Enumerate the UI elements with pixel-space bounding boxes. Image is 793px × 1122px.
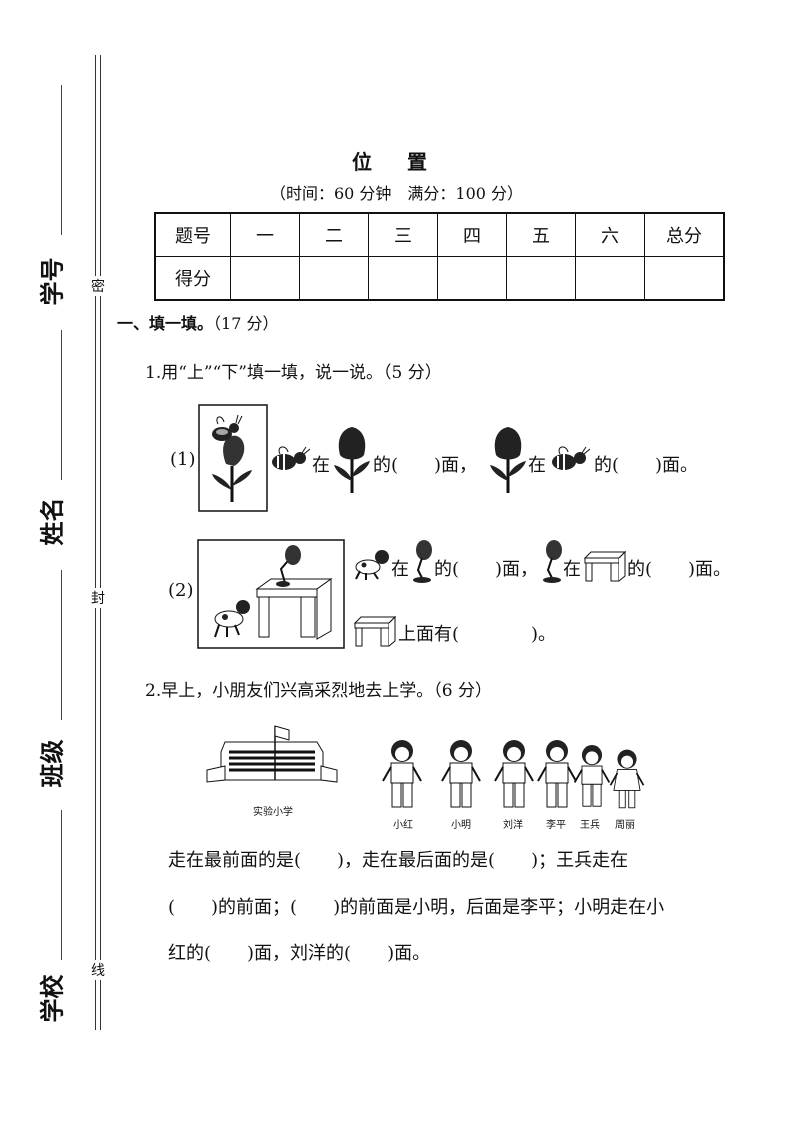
score-cell[interactable] xyxy=(644,256,725,301)
kid-figure xyxy=(382,740,422,808)
q1-part1-number: (1) xyxy=(170,449,196,470)
question-1-prompt: 1.用“上”“下”填一填，说一说。（5 分） xyxy=(145,363,442,383)
score-table-header-row: 题号 一 二 三 四 五 六 总分 xyxy=(154,212,725,257)
kid-figure xyxy=(609,749,645,809)
section-title: 一、填一填。 xyxy=(117,314,214,333)
score-cell[interactable] xyxy=(230,256,300,301)
kid-figure xyxy=(537,740,577,808)
score-table: 题号 一 二 三 四 五 六 总分 得分 xyxy=(154,212,725,301)
q2-answer-line-1: 走在最前面的是( )，走在最后面的是( )；王兵走在 xyxy=(168,850,629,871)
desk-lamp-dog-picture xyxy=(197,539,345,649)
page-title: 位 置 xyxy=(352,150,441,174)
score-row-label: 得分 xyxy=(154,256,231,301)
score-header-cell: 五 xyxy=(506,212,576,257)
dog-icon xyxy=(355,550,389,580)
q1-part1-text-d: 的( )面。 xyxy=(594,455,699,476)
kid-name-label: 王兵 xyxy=(580,820,600,831)
q1-part1-text-c: 在 xyxy=(528,455,546,476)
kid-name-label: 李平 xyxy=(546,820,566,831)
q1-part1-text-a: 在 xyxy=(312,455,330,476)
seal-char-mi: 密 xyxy=(91,276,105,296)
seal-line xyxy=(95,55,101,1030)
q2-answer-line-3: 红的( )面，刘洋的( )面。 xyxy=(168,943,431,964)
q1-part2-text-d: 的( )面。 xyxy=(627,559,732,580)
desk-icon xyxy=(353,615,397,647)
margin-rule xyxy=(61,330,62,480)
seal-char-xian: 线 xyxy=(91,960,105,980)
school-name-caption: 实验小学 xyxy=(253,807,293,818)
margin-rule xyxy=(61,85,62,235)
section-points: （17 分） xyxy=(213,314,279,333)
score-cell[interactable] xyxy=(506,256,576,301)
school-building-picture xyxy=(206,725,338,783)
score-header-cell: 三 xyxy=(368,212,438,257)
margin-label-name: 姓名 xyxy=(38,497,67,546)
lamp-icon xyxy=(413,540,432,583)
lamp-icon xyxy=(543,540,562,583)
score-header-cell: 一 xyxy=(230,212,300,257)
margin-label-school: 学校 xyxy=(38,974,67,1023)
kid-figure xyxy=(441,740,481,808)
q2-answer-line-2: ( )的前面；( )的前面是小明，后面是李平；小明走在小 xyxy=(168,897,665,918)
score-cell[interactable] xyxy=(299,256,369,301)
kid-figure xyxy=(494,740,534,808)
kid-name-label: 小明 xyxy=(451,820,471,831)
kid-name-label: 小红 xyxy=(393,820,413,831)
score-header-cell: 六 xyxy=(575,212,645,257)
bee-icon xyxy=(552,446,591,470)
kid-name-label: 刘洋 xyxy=(503,820,523,831)
q1-part2-text-a: 在 xyxy=(391,559,409,580)
score-cell[interactable] xyxy=(437,256,507,301)
kid-figure xyxy=(573,745,611,807)
seal-char-feng: 封 xyxy=(91,588,105,608)
margin-rule xyxy=(61,570,62,720)
margin-label-student-id: 学号 xyxy=(38,257,67,306)
margin-rule xyxy=(61,810,62,960)
section-heading: 一、填一填。（17 分） xyxy=(117,310,278,334)
score-table-score-row: 得分 xyxy=(154,256,725,301)
score-header-cell: 四 xyxy=(437,212,507,257)
q1-part2-number: (2) xyxy=(168,580,194,601)
tulip-icon xyxy=(490,427,526,493)
tulip-bee-picture xyxy=(198,404,268,512)
desk-icon xyxy=(583,550,627,582)
score-header-cell: 题号 xyxy=(154,212,231,257)
margin-label-class: 班级 xyxy=(38,739,67,788)
score-header-cell: 二 xyxy=(299,212,369,257)
page-subtitle: （时间：60 分钟 满分：100 分） xyxy=(269,184,524,203)
score-cell[interactable] xyxy=(368,256,438,301)
q1-part2-text-e: 上面有( )。 xyxy=(398,624,557,645)
kid-name-label: 周丽 xyxy=(615,820,635,831)
score-cell[interactable] xyxy=(575,256,645,301)
score-header-cell: 总分 xyxy=(644,212,725,257)
q1-part2-text-b: 的( )面， xyxy=(434,559,539,580)
tulip-icon xyxy=(334,427,370,493)
question-2-prompt: 2.早上，小朋友们兴高采烈地去上学。（6 分） xyxy=(145,681,492,701)
q1-part1-text-b: 的( )面， xyxy=(373,455,478,476)
bee-icon xyxy=(272,446,311,470)
q1-part2-text-c: 在 xyxy=(563,559,581,580)
margin-line xyxy=(62,80,63,1040)
